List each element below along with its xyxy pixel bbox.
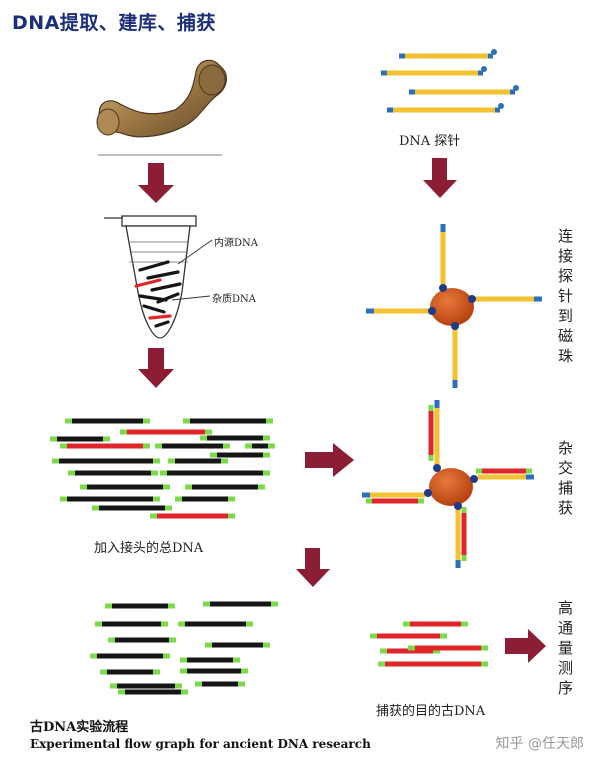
captured-target-dna [370, 621, 488, 667]
endogenous-dna-label: 内源DNA [214, 238, 258, 249]
arrow-down-3 [296, 548, 330, 587]
bone-image [96, 59, 227, 138]
adapter-ligated-dna [50, 418, 275, 519]
caption-english: Experimental flow graph for ancient DNA … [30, 737, 371, 751]
caption-chinese: 古DNA实验流程 [30, 720, 129, 735]
biotin-tag [513, 85, 519, 91]
bead-hybridized [362, 400, 534, 568]
arrow-down-1 [138, 163, 174, 203]
target-dna-label: 捕获的目的古DNA [376, 704, 486, 719]
arrow-right-2 [505, 629, 546, 663]
dna-probes [381, 49, 519, 113]
arrow-down-probe [423, 158, 457, 198]
step-hybrid-capture-label: 杂交捕获 [556, 440, 574, 520]
flow-arrows [138, 158, 546, 663]
step-bind-probe-label: 连接探针到磁珠 [556, 228, 574, 368]
probe-label: DNA 探针 [399, 134, 461, 149]
step-sequencing-label: 高通量测序 [556, 600, 574, 700]
library-dna-bottom [90, 601, 278, 695]
biotin-tag [491, 49, 497, 55]
arrow-right-1 [305, 443, 354, 477]
total-dna-label: 加入接头的总DNA [94, 541, 204, 556]
contaminant-dna-label: 杂质DNA [212, 294, 256, 305]
biotin-tag [481, 66, 487, 72]
page-title: DNA提取、建库、捕获 [12, 12, 216, 34]
watermark: 知乎 @任天郎 [495, 736, 584, 752]
bead-with-probes [366, 224, 542, 388]
sample-tube [104, 215, 213, 339]
biotin-tag [498, 103, 504, 109]
arrow-down-2 [138, 348, 174, 388]
